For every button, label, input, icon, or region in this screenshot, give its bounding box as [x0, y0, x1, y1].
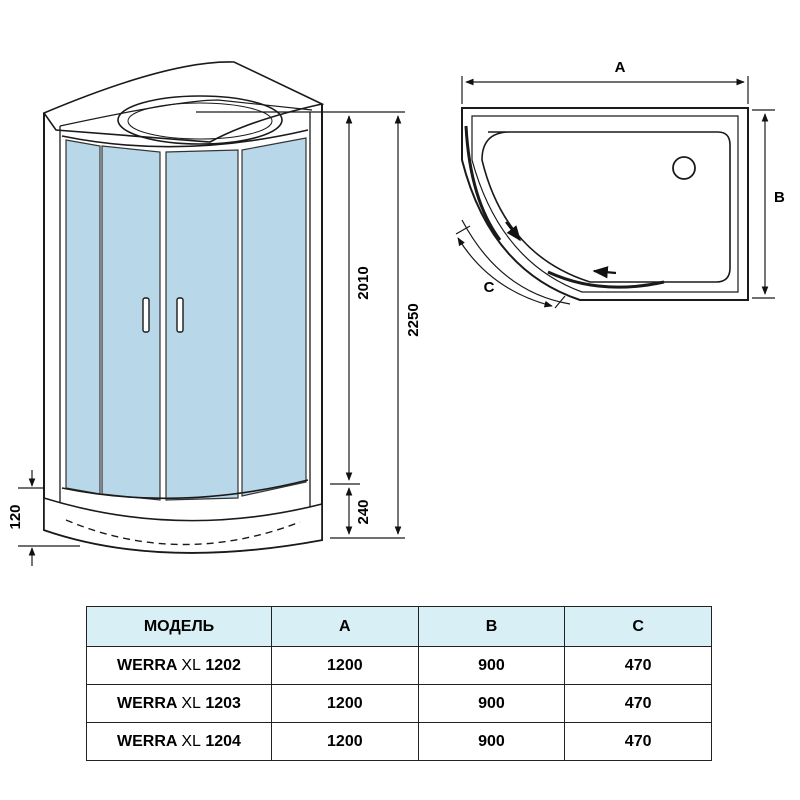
cell-c: 470: [564, 646, 712, 685]
shower-tray: [43, 496, 323, 554]
model-cell: WERRA XL 1202: [86, 646, 272, 685]
table-row: WERRA XL 1204 1200 900 470: [86, 722, 712, 761]
sliding-door-bottom: [547, 270, 665, 289]
top-dim-c-ext-1: [455, 225, 471, 235]
cell-b: 900: [417, 684, 566, 723]
model-cell: WERRA XL 1203: [86, 684, 272, 723]
model-number: 1203: [205, 694, 241, 712]
curved-bottom-rail: [61, 479, 309, 500]
model-variant: XL: [181, 694, 201, 712]
cell-c: 470: [564, 722, 712, 761]
cell-a: 1200: [271, 684, 419, 723]
front-view: [42, 61, 325, 554]
sliding-arrows: [505, 221, 617, 279]
specification-table: МОДЕЛЬ A B C WERRA XL 1202 1200 900 470 …: [86, 606, 712, 761]
table-header-row: МОДЕЛЬ A B C: [86, 606, 712, 647]
model-series: WERRA: [117, 656, 177, 674]
table-row: WERRA XL 1202 1200 900 470: [86, 646, 712, 685]
header-b: B: [417, 606, 566, 647]
model-number: 1202: [205, 656, 241, 674]
table-row: WERRA XL 1203 1200 900 470: [86, 684, 712, 723]
dim-240: 240: [355, 499, 372, 524]
roof-light-dome: [117, 95, 283, 145]
curved-top-rail: [61, 129, 309, 148]
glass-panel-right-outer: [241, 137, 307, 497]
top-view: [455, 76, 775, 309]
roof-light-dome-inner: [127, 102, 273, 140]
header-a: A: [271, 606, 419, 647]
glass-panel-left-outer: [65, 139, 101, 495]
top-dim-a-label: A: [615, 59, 626, 76]
drain-icon: [672, 156, 696, 180]
tray-basin: [481, 131, 731, 283]
cabin-inner-frame: [59, 112, 311, 520]
cell-b: 900: [417, 722, 566, 761]
glass-panel-left-door: [101, 145, 161, 501]
dim-2250: 2250: [405, 303, 422, 336]
tray-outline-inner: [471, 115, 739, 293]
model-series: WERRA: [117, 732, 177, 750]
door-handle-right: [176, 297, 184, 333]
header-c: C: [564, 606, 712, 647]
cell-a: 1200: [271, 646, 419, 685]
model-series: WERRA: [117, 694, 177, 712]
roof-panel: [42, 61, 325, 143]
model-cell: WERRA XL 1204: [86, 722, 272, 761]
cell-a: 1200: [271, 722, 419, 761]
cell-b: 900: [417, 646, 566, 685]
dim-2010: 2010: [355, 266, 372, 299]
glass-panels: [65, 137, 307, 501]
dimension-line-c: [457, 237, 553, 308]
door-handle-left: [142, 297, 150, 333]
model-number: 1204: [205, 732, 241, 750]
sliding-door-left: [464, 125, 502, 241]
slide-arrow-left-icon: [505, 221, 521, 242]
header-model: МОДЕЛЬ: [86, 606, 272, 647]
slide-arrow-bottom-icon: [592, 266, 617, 279]
cell-c: 470: [564, 684, 712, 723]
tray-hidden-edge: [65, 519, 301, 546]
dim-120: 120: [7, 504, 24, 529]
top-dim-c-label: C: [484, 279, 495, 296]
front-dimension-lines: [18, 111, 405, 566]
glass-panel-right-door: [165, 149, 239, 501]
model-variant: XL: [181, 732, 201, 750]
model-variant: XL: [181, 656, 201, 674]
top-dim-b-label: B: [774, 189, 785, 206]
top-dim-c-ext-2: [554, 295, 566, 309]
